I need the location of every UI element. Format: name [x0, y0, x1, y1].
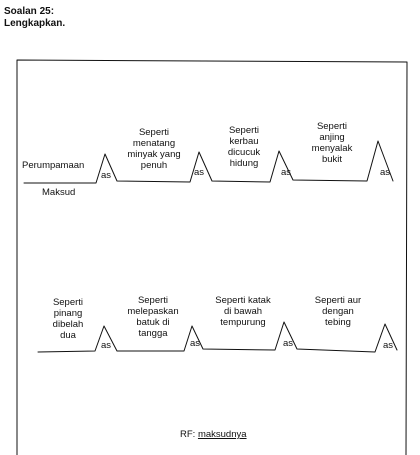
question-number: Soalan 25: — [4, 6, 55, 17]
row1-as-2: as — [194, 167, 205, 178]
rf-answer: maksudnya — [197, 429, 247, 440]
row1-line — [23, 140, 394, 184]
row1-as-4: as — [380, 167, 391, 178]
rf-prefix: RF: — [180, 429, 196, 440]
row2-as-1: as — [101, 340, 112, 351]
row2-as-4: as — [383, 340, 394, 351]
rf-footer: RF: maksudnya — [180, 429, 247, 440]
row2-as-3: as — [283, 338, 294, 349]
row1-label-maksud: Maksud — [42, 187, 76, 198]
row1-label-perumpamaan: Perumpamaan — [22, 160, 85, 171]
question-instruction: Lengkapkan. — [4, 18, 66, 29]
question-header: Soalan 25: Lengkapkan. — [4, 6, 65, 30]
row1-as-1: as — [101, 170, 112, 181]
frame-border — [16, 59, 408, 455]
row1-as-3: as — [281, 167, 292, 178]
row2-as-2: as — [190, 338, 201, 349]
row2-line — [37, 321, 398, 353]
